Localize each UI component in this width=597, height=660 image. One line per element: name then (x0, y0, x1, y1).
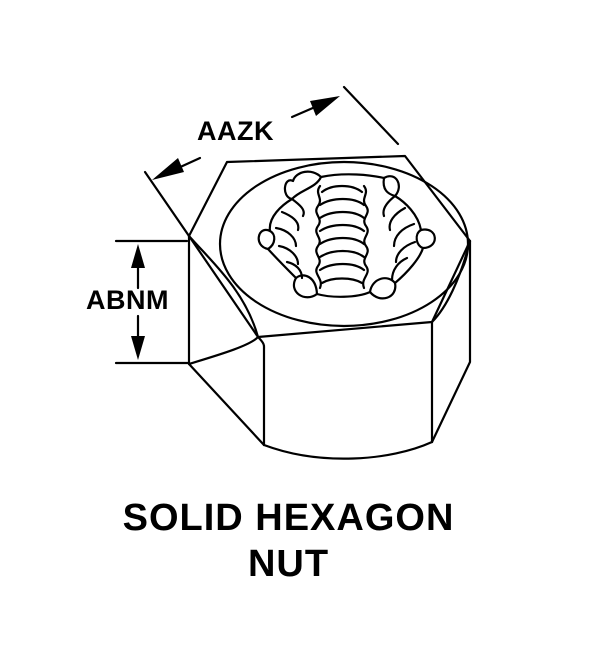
chamfer-left (187, 234, 260, 366)
bore-lower-right-lobe (368, 277, 397, 294)
caption-title-line-1: SOLID HEXAGON (122, 497, 455, 539)
caption-title-line-2: NUT (247, 543, 330, 585)
thread-flank-center-right (362, 184, 369, 290)
width-extension-line-right (342, 85, 400, 146)
thread-flank-center-left (315, 184, 322, 290)
thread-crests-right (382, 194, 417, 282)
height-dimension (114, 239, 190, 365)
bore-upper-right-lobe (382, 176, 397, 198)
width-dimension (143, 85, 400, 238)
bore-right-lobe (415, 228, 425, 250)
width-across-flats-label: AAZK (197, 116, 274, 146)
thread-crests-left (274, 197, 305, 280)
width-arrowhead-right (310, 96, 340, 116)
right-side-face (430, 239, 472, 444)
bore-upper-left-lobe (290, 175, 323, 201)
thread-crests-center (318, 184, 366, 285)
front-face-bottom-edge (262, 440, 434, 460)
height-arrowhead-top (131, 244, 145, 268)
height-label: ABNM (86, 285, 169, 315)
width-extension-line-left (143, 170, 191, 238)
nut-body (187, 154, 472, 460)
bearing-face-circle (218, 160, 470, 328)
height-arrowhead-bottom (131, 336, 145, 360)
bore-lower-left-lobe (294, 274, 319, 296)
chamfer-front (256, 335, 266, 350)
threaded-bore (257, 170, 436, 300)
bore-left-lobe (266, 229, 276, 251)
width-arrowhead-left (152, 158, 184, 180)
